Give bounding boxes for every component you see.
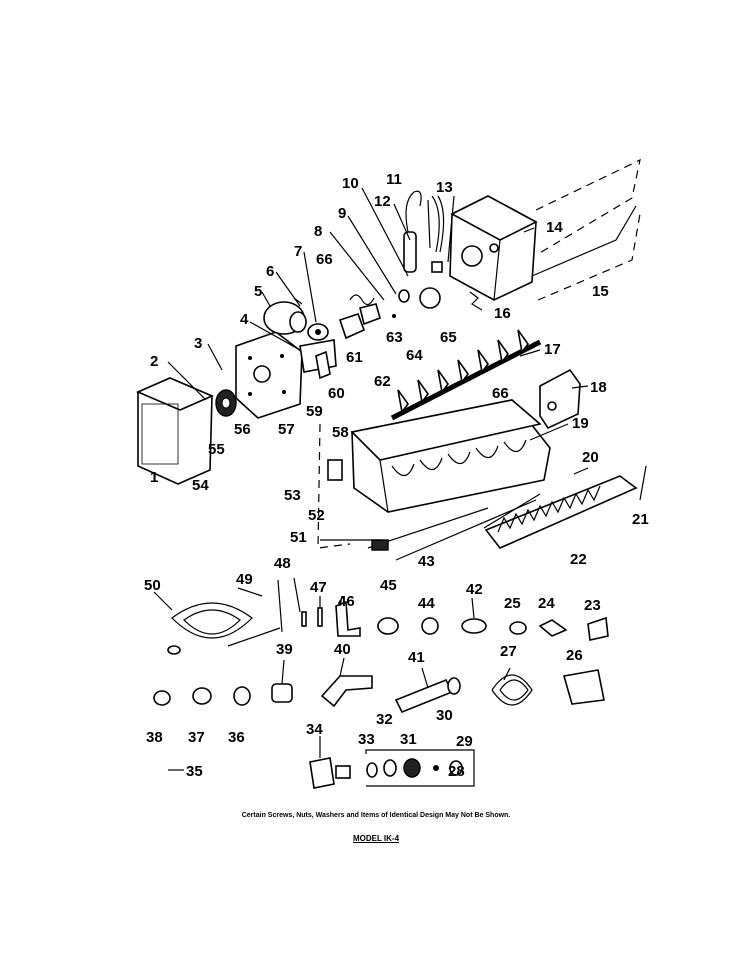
part-label: 40 <box>334 641 351 658</box>
part-label: 9 <box>338 205 346 222</box>
part-label: 5 <box>254 283 262 300</box>
cam <box>307 323 329 341</box>
part-label: 34 <box>306 721 323 738</box>
part-label: 29 <box>456 733 473 750</box>
stripper <box>484 475 638 549</box>
part-label: 56 <box>234 421 251 438</box>
part-label: 30 <box>436 707 453 724</box>
part-label: 22 <box>570 551 587 568</box>
front-cover <box>135 377 215 485</box>
part-labels: 1 2 3 4 5 6 7 8 9 10 11 12 13 14 15 16 1… <box>144 171 649 780</box>
part-label: 2 <box>150 353 158 370</box>
part-label: 10 <box>342 175 359 192</box>
part-label: 64 <box>406 347 423 364</box>
part-label: 43 <box>418 553 435 570</box>
part-label: 19 <box>572 415 589 432</box>
footnote: Certain Screws, Nuts, Washers and Items … <box>241 812 511 819</box>
part-label: 18 <box>590 379 607 396</box>
part-label: 1 <box>150 469 158 486</box>
part-label: 25 <box>504 595 521 612</box>
part-label: 7 <box>294 243 302 260</box>
part-label: 13 <box>436 179 453 196</box>
motor <box>263 301 307 335</box>
part-label: 23 <box>584 597 601 614</box>
part-label: 4 <box>240 311 249 328</box>
part-label: 28 <box>448 763 465 780</box>
part-label: 39 <box>276 641 293 658</box>
part-label: 50 <box>144 577 161 594</box>
part-label: 31 <box>400 731 417 748</box>
part-label: 41 <box>408 649 425 666</box>
part-label: 17 <box>544 341 561 358</box>
part-label: 15 <box>592 283 609 300</box>
part-label: 44 <box>418 595 435 612</box>
part-label: 35 <box>186 763 203 780</box>
part-label: 24 <box>538 595 555 612</box>
part-label: 37 <box>188 729 205 746</box>
part-label: 3 <box>194 335 202 352</box>
part-label: 48 <box>274 555 291 572</box>
switch-assembly <box>338 287 483 340</box>
part-label: 66 <box>492 385 509 402</box>
wire-harness <box>167 602 281 655</box>
part-label: 57 <box>278 421 295 438</box>
part-label: 51 <box>290 529 307 546</box>
part-label: 63 <box>386 329 403 346</box>
part-label: 58 <box>332 424 349 441</box>
part-label: 36 <box>228 729 245 746</box>
thermostat-wire <box>403 190 445 273</box>
part-label: 54 <box>192 477 209 494</box>
part-label: 53 <box>284 487 301 504</box>
part-label: 38 <box>146 729 163 746</box>
part-label: 8 <box>314 223 322 240</box>
part-label: 6 <box>266 263 274 280</box>
part-label: 26 <box>566 647 583 664</box>
part-label: 55 <box>208 441 225 458</box>
part-label: 59 <box>306 403 323 420</box>
part-label: 61 <box>346 349 363 366</box>
mounting-plate <box>235 331 303 419</box>
part-label: 42 <box>466 581 483 598</box>
drive-gear <box>215 389 237 417</box>
ejector-blades <box>390 329 542 421</box>
part-label: 60 <box>328 385 345 402</box>
part-label: 65 <box>440 329 457 346</box>
bracket-18 <box>539 368 581 430</box>
leader-lines <box>153 187 589 758</box>
part-label: 27 <box>500 643 517 660</box>
part-label: 20 <box>582 449 599 466</box>
part-label: 14 <box>546 219 563 236</box>
part-label: 52 <box>308 507 325 524</box>
part-label: 33 <box>358 731 375 748</box>
control-housing <box>449 195 538 301</box>
part-label: 45 <box>380 577 397 594</box>
part-label: 46 <box>338 593 355 610</box>
model-label: MODEL IK-4 <box>352 834 400 843</box>
part-label: 16 <box>494 305 511 322</box>
part-label: 49 <box>236 571 253 588</box>
part-label: 62 <box>374 373 391 390</box>
part-label: 32 <box>376 711 393 728</box>
part-label: 11 <box>386 171 402 188</box>
part-label: 12 <box>374 193 391 210</box>
part-label: 66 <box>316 251 333 268</box>
part-label: 21 <box>632 511 649 528</box>
ice-mold <box>350 399 551 513</box>
part-label: 47 <box>310 579 327 596</box>
